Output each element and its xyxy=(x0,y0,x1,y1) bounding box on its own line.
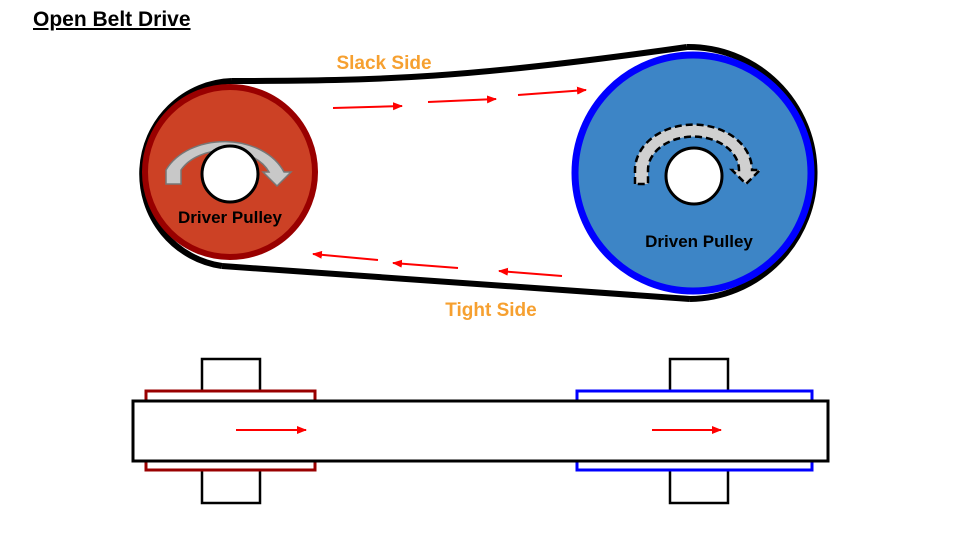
driven-rotation-icon xyxy=(633,123,764,186)
side-view xyxy=(131,357,830,505)
red-arrow-icon xyxy=(392,259,459,269)
belt-tight-span xyxy=(221,263,691,302)
driven-pulley-hub xyxy=(664,146,724,206)
driver-rotation-icon xyxy=(165,140,293,188)
red-arrow-icon xyxy=(498,267,563,277)
red-arrow-icon xyxy=(427,95,497,104)
tight-side-arrows xyxy=(312,250,563,277)
driven-pulley: Driven Pulley xyxy=(571,51,815,295)
driver-shaft-top xyxy=(200,357,262,393)
driven-pulley-label: Driven Pulley xyxy=(645,232,753,251)
slack-side-label: Slack Side xyxy=(336,53,431,74)
tight-side-label: Tight Side xyxy=(445,300,536,321)
red-arrow-icon xyxy=(517,86,587,96)
driver-shaft-bottom xyxy=(200,468,262,505)
red-arrow-icon xyxy=(332,102,403,111)
driven-shaft-top xyxy=(668,357,730,393)
driver-pulley: Driver Pulley xyxy=(142,84,318,260)
slack-side-arrows xyxy=(332,86,587,111)
diagram-title: Open Belt Drive xyxy=(33,8,191,31)
belt-slack-span xyxy=(231,44,688,84)
driver-pulley-hub xyxy=(200,144,260,204)
driven-shaft-bottom xyxy=(668,468,730,505)
red-arrow-icon xyxy=(312,250,379,261)
driver-pulley-label: Driver Pulley xyxy=(178,208,282,227)
